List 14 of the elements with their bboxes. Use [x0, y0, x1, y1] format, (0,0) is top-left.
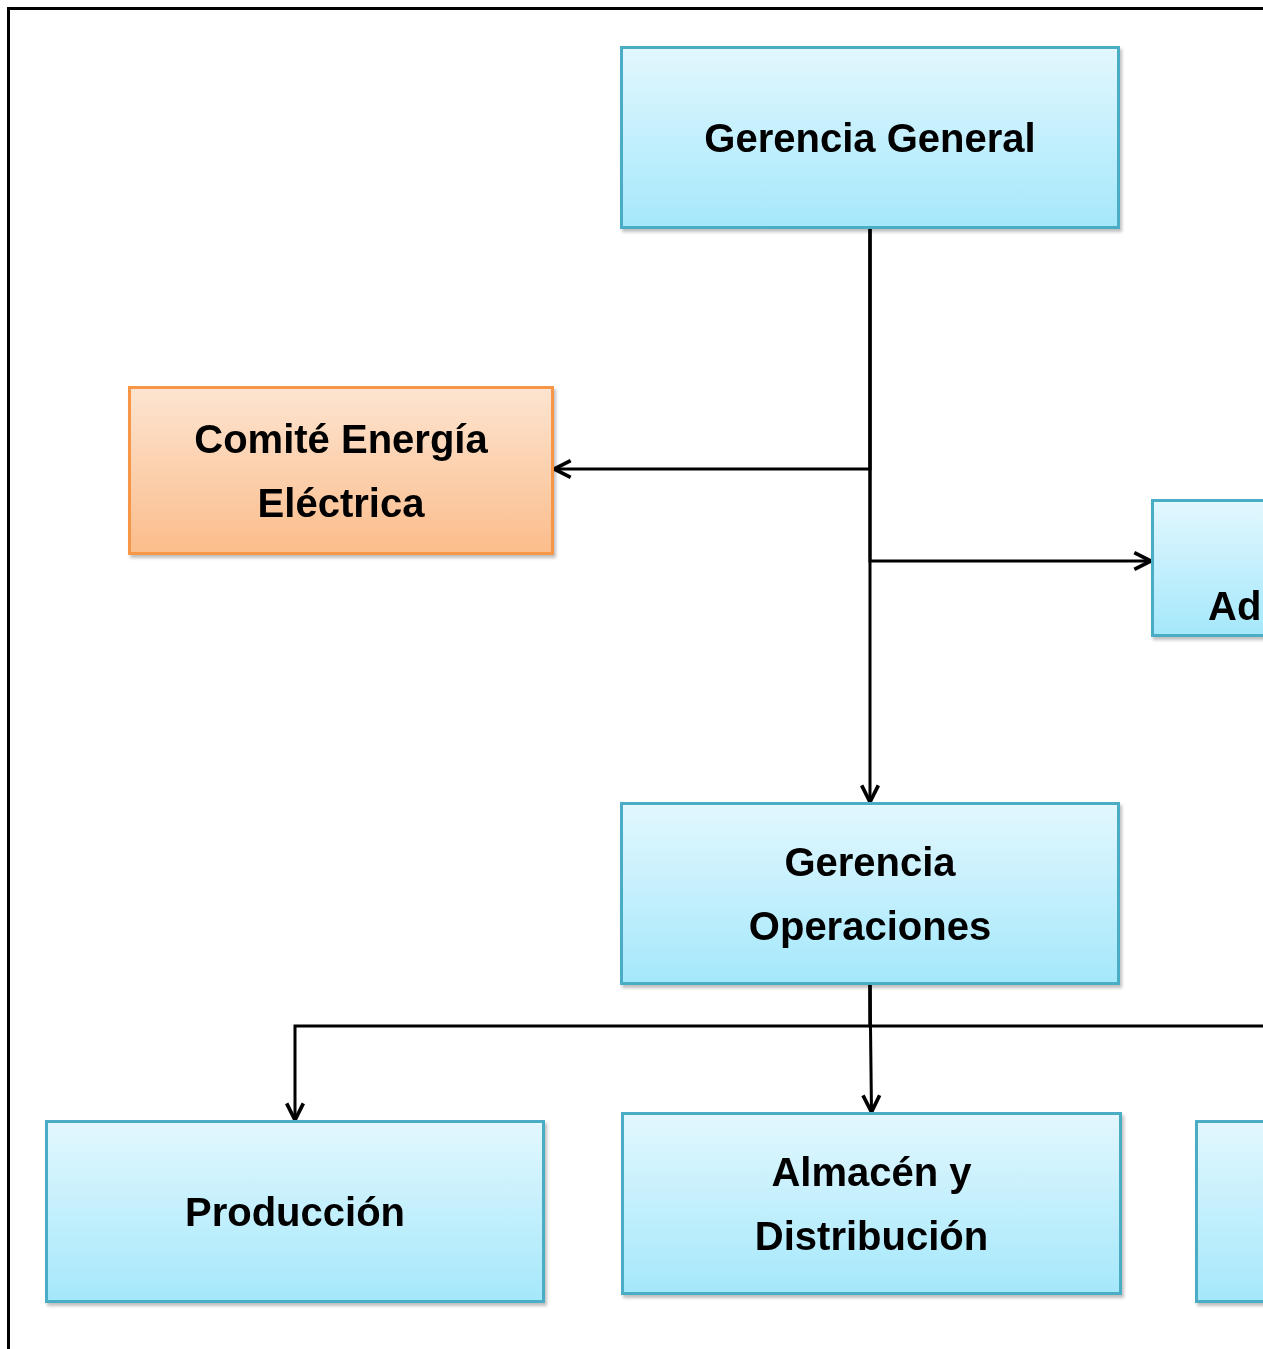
org-unit-box — [620, 802, 1120, 985]
unit-name: Almacén y Distribución — [753, 1148, 990, 1260]
unit-name: Producción — [185, 1188, 405, 1236]
org-unit-box — [128, 386, 554, 555]
unit-name: Ad — [1208, 583, 1262, 630]
unit-name: Gerencia Operaciones — [747, 838, 993, 950]
org-unit-box — [621, 1112, 1122, 1295]
arrow — [859, 229, 881, 804]
unit-name: Comité Energía Eléctrica — [193, 415, 489, 527]
connector-line — [868, 985, 1263, 1028]
org-unit-box — [1151, 499, 1263, 637]
org-unit-box — [45, 1120, 545, 1303]
org-unit-box — [620, 46, 1120, 229]
unit-name: Gerencia General — [704, 114, 1036, 162]
